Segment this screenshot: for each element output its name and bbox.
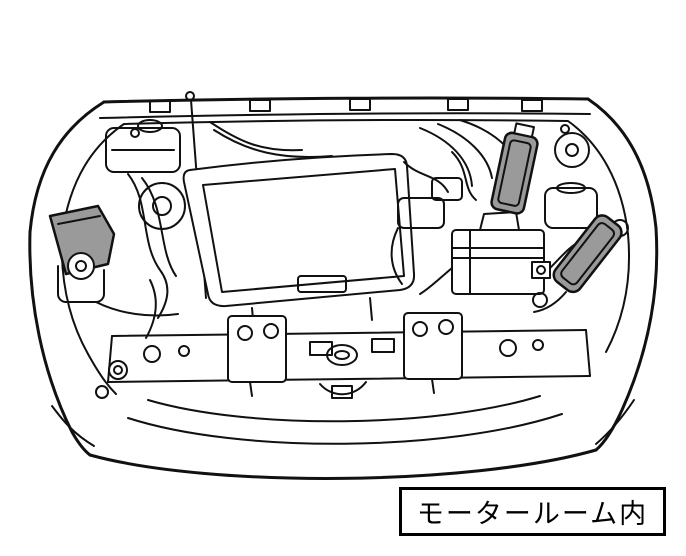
- caption-box: モータールーム内: [399, 487, 666, 536]
- left-junction-box: [48, 204, 116, 276]
- left-hoses: [95, 173, 179, 339]
- hood-opening-rim: [60, 98, 631, 355]
- right-fuse-box: [490, 122, 539, 215]
- engine-cover: [182, 153, 416, 331]
- caption-text: モータールーム内: [416, 499, 649, 529]
- misc-bolts: [87, 353, 128, 399]
- right-components: [532, 132, 629, 308]
- left-reservoir: [57, 252, 105, 303]
- radiator-support: [107, 312, 591, 397]
- washer-tank: [105, 119, 181, 173]
- left-strut-tower: [138, 182, 186, 230]
- battery: [419, 211, 583, 295]
- intake-ducts: [390, 151, 477, 285]
- right-relay-box: [533, 214, 623, 313]
- front-bumper: [51, 381, 635, 447]
